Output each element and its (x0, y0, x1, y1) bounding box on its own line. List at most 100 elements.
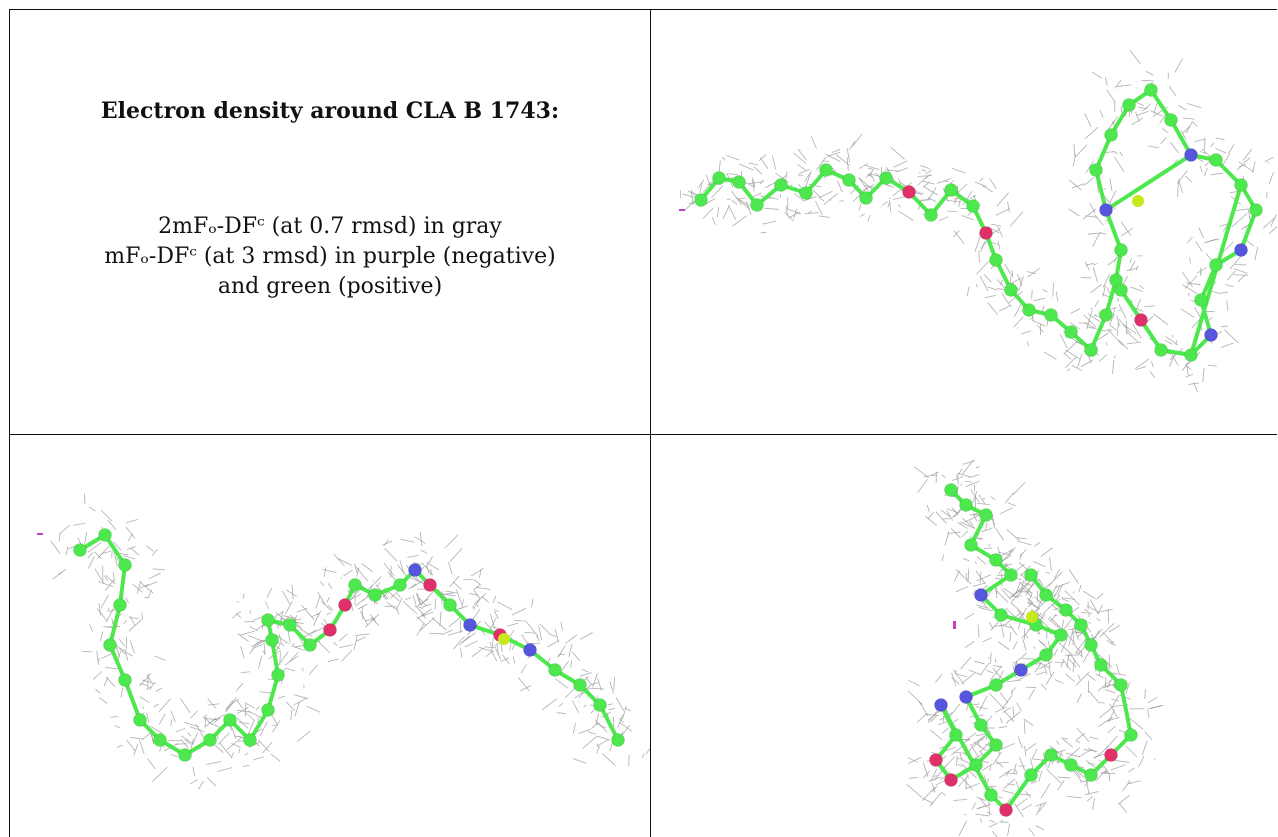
mesh-segment (1126, 341, 1142, 345)
mesh-segment (291, 645, 306, 651)
mesh-segment (1084, 113, 1092, 128)
mesh-segment (1207, 364, 1217, 367)
mesh-segment (793, 208, 798, 219)
mesh-segment (1019, 581, 1033, 594)
mesh-segment (491, 637, 494, 653)
mesh-segment (1233, 208, 1249, 212)
atom (348, 578, 362, 592)
mesh-segment (1063, 340, 1078, 355)
atom (423, 578, 437, 592)
atom (750, 198, 764, 212)
mesh-segment (1087, 673, 1096, 681)
mesh-segment (1083, 590, 1097, 600)
mesh-segment (520, 664, 527, 674)
mesh-segment (964, 813, 967, 816)
mesh-segment (1096, 593, 1104, 600)
mesh-segment (1109, 330, 1123, 346)
mesh-segment (399, 560, 405, 574)
mesh-segment (257, 655, 263, 669)
atom (1039, 588, 1053, 602)
mesh-segment (245, 712, 256, 722)
bond (1104, 208, 1123, 252)
mesh-segment (1022, 673, 1031, 678)
mesh-segment (596, 739, 609, 747)
mesh-segment (361, 563, 373, 573)
mesh-segment (748, 162, 759, 166)
bond (1119, 683, 1133, 737)
atom (203, 733, 217, 747)
mesh-segment (1066, 654, 1070, 668)
mesh-segment (1202, 367, 1205, 383)
atom (271, 668, 285, 682)
mesh-segment (1029, 600, 1033, 605)
mesh-segment (1000, 547, 1017, 557)
mesh-segment (294, 701, 300, 717)
mesh-segment (249, 610, 252, 615)
mesh-segment (1145, 70, 1154, 76)
mesh-segment (107, 519, 117, 531)
mesh-segment (1129, 258, 1132, 264)
mesh-segment (991, 514, 995, 528)
mesh-segment (996, 796, 1003, 799)
mesh-segment (735, 196, 751, 210)
mesh-segment (88, 506, 96, 512)
mesh-segment (300, 628, 313, 637)
mesh-segment (226, 737, 242, 750)
mesh-segment (1001, 743, 1015, 750)
mesh-segment (1031, 609, 1045, 620)
mesh-segment (580, 632, 593, 640)
mesh-segment (1099, 353, 1108, 362)
mesh-segment (418, 597, 427, 607)
mesh-segment (355, 633, 370, 636)
mesh-segment (959, 775, 973, 790)
mesh-segment (170, 710, 176, 723)
mesh-segment (1064, 353, 1072, 360)
mesh-segment (1060, 737, 1073, 748)
mesh-segment (983, 274, 992, 283)
mesh-segment (1075, 671, 1090, 686)
mesh-segment (1110, 324, 1117, 331)
mesh-segment (359, 610, 368, 625)
mesh-segment (1062, 598, 1069, 602)
mesh-segment (997, 641, 1010, 650)
atom-group (694, 83, 1263, 362)
mesh-segment (982, 637, 992, 643)
mesh-segment (998, 768, 1013, 779)
mesh-segment (1060, 637, 1068, 653)
mesh-segment (972, 491, 978, 503)
mesh-segment (400, 538, 415, 543)
mesh-segment (218, 732, 230, 745)
mesh-segment (998, 725, 1008, 729)
mesh-segment (1238, 164, 1247, 168)
mesh-segment (262, 741, 273, 754)
mesh-segment (1083, 608, 1089, 612)
bond (1094, 168, 1108, 212)
mesh-segment (248, 635, 264, 642)
mesh-segment (989, 693, 1004, 709)
mesh-segment (370, 613, 377, 623)
mesh-segment (898, 204, 901, 208)
mesh-segment (721, 156, 726, 161)
mesh-segment (1034, 600, 1046, 613)
mesh-segment (976, 556, 987, 565)
mesh-segment (1027, 271, 1037, 275)
mesh-segment (231, 726, 237, 740)
mesh-segment (103, 677, 109, 687)
mesh-segment (1011, 595, 1022, 597)
atom (118, 558, 132, 572)
mesh-segment (301, 604, 315, 621)
mesh-segment (846, 157, 849, 171)
mesh-segment (1043, 351, 1057, 360)
mesh-segment (1082, 648, 1091, 663)
mesh-segment (412, 595, 417, 605)
mesh-segment (1219, 291, 1228, 294)
mesh-segment (531, 598, 534, 608)
mesh-segment (125, 597, 129, 604)
mesh-segment (1074, 638, 1086, 654)
mesh-segment (84, 493, 86, 505)
mesh-segment (1087, 621, 1092, 625)
mesh-segment (397, 593, 401, 598)
mesh-segment (568, 643, 573, 657)
mesh-segment (1125, 330, 1139, 343)
atom (799, 186, 813, 200)
